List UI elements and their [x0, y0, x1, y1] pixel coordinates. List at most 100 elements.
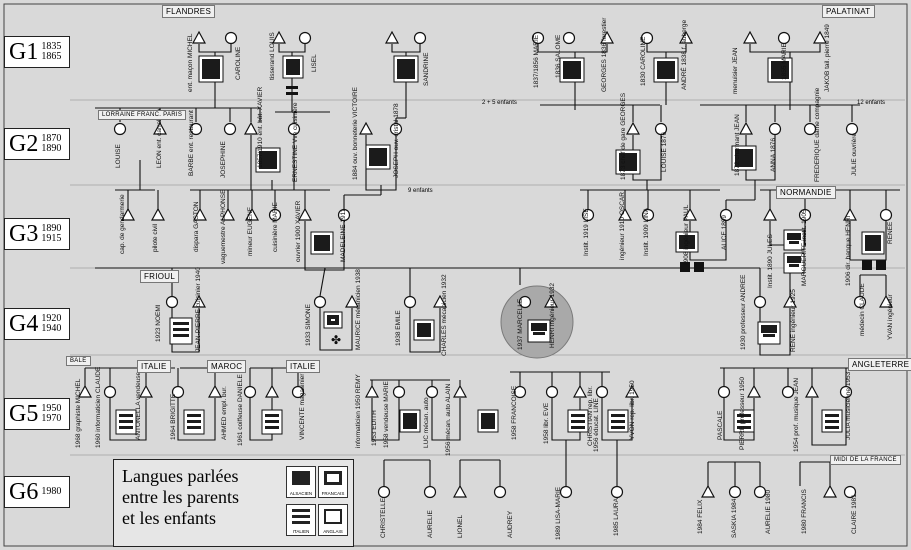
kinship-line — [811, 398, 847, 446]
male-symbol — [599, 30, 615, 44]
region-flag-midi: MIDI DE LA FRANCE — [830, 455, 901, 465]
person-label: pilote civil — [152, 223, 159, 252]
female-symbol — [403, 295, 417, 309]
male-symbol — [192, 207, 208, 221]
person-label: 1837/1856 MARIE — [533, 34, 540, 88]
language-box-alsacien — [653, 57, 679, 83]
region-flag-flandres: FLANDRES — [162, 5, 216, 18]
region-flag-italie-2: ITALIE — [286, 360, 320, 373]
female-symbol — [717, 385, 731, 399]
male-symbol — [738, 121, 754, 135]
person-label: 1873 chef de gare GEORGES — [620, 92, 627, 180]
male-symbol — [842, 207, 858, 221]
female-symbol — [753, 295, 767, 309]
person-label: 1906 dir. banque HENRI — [845, 215, 852, 286]
person-label: GEORGES 1836 forestier — [601, 17, 608, 92]
female-symbol — [610, 485, 624, 499]
region-flag-palatinat: PALATINAT — [822, 5, 875, 18]
person-label: 1968 graphiste MICHEL — [75, 378, 82, 448]
language-box-francais — [323, 311, 343, 329]
language-box-alsacien — [413, 319, 435, 341]
person-label: JOSEPHINE — [220, 140, 227, 178]
person-label: cuisinière MARIE — [272, 201, 279, 252]
language-box-italien — [733, 409, 755, 433]
language-box-italien — [821, 409, 843, 433]
person-label: médecin CLAUDE — [859, 283, 866, 336]
person-label: 1884 ouv. bonneterie VICTOIRE — [352, 86, 359, 180]
kinship-line — [537, 44, 608, 53]
region-flag-maroc: MAROC — [207, 360, 247, 373]
person-label: AURELIE — [427, 510, 434, 538]
person-label: RENE ingénieur 1925 — [790, 289, 797, 352]
person-label: MARGUERITE instit. 1905 — [801, 209, 808, 286]
male-symbol — [364, 384, 380, 398]
female-symbol — [287, 122, 301, 136]
female-symbol — [777, 31, 791, 45]
person-label: 1908 ingénieur PAUL — [683, 204, 690, 266]
person-label: 1958 vendeuse MARIE — [383, 380, 390, 448]
person-label: LOUISE — [115, 143, 122, 168]
language-box-alsacien — [675, 231, 699, 253]
kinship-line — [431, 398, 461, 441]
language-box-italien — [183, 409, 205, 435]
male-symbol — [384, 30, 400, 44]
kinship-line — [371, 398, 400, 441]
person-label: 1855 MARIE — [781, 42, 788, 80]
female-symbol — [531, 31, 545, 45]
legend-swatch-italien: ITALIEN — [286, 504, 316, 536]
male-symbol — [878, 294, 894, 308]
person-label: CLAIRE 1981 — [851, 494, 858, 534]
female-symbol — [545, 385, 559, 399]
female-symbol — [223, 122, 237, 136]
person-label: JULIA musicienne 1953 — [845, 371, 852, 440]
person-label: JAKOB tail. pierre 1849 — [824, 24, 831, 92]
male-symbol — [682, 207, 698, 221]
female-symbol — [268, 208, 282, 222]
language-box-alsacien — [198, 55, 224, 83]
person-label: PIERRE professeur 1950 — [739, 377, 746, 450]
language-box-split — [757, 321, 781, 345]
person-label: Instit. 1890 JULES — [767, 234, 774, 288]
person-label: ANNA 1876 — [770, 138, 777, 172]
male-symbol — [812, 30, 828, 44]
female-symbol — [113, 122, 127, 136]
person-label: mineur EUGENE — [247, 206, 254, 256]
female-symbol — [493, 485, 507, 499]
person-label: SASKIA 1984 — [731, 498, 738, 538]
person-label: LIONEL — [457, 514, 464, 538]
male-symbol — [742, 30, 758, 44]
female-symbol — [654, 122, 668, 136]
female-symbol — [768, 122, 782, 136]
kinship-line — [409, 308, 441, 353]
person-label: VINCENTE magasinier — [299, 373, 306, 440]
female-symbol — [641, 208, 655, 222]
language-box-split — [783, 252, 805, 274]
region-flag-lorraine: LORRAINE FRANC. PARIS — [98, 110, 187, 120]
person-label: 1938 EMILE — [395, 310, 402, 346]
person-label: 1961 coiffeuse DANIELE — [237, 374, 244, 446]
male-symbol — [804, 384, 820, 398]
language-box-alsacien — [310, 231, 334, 255]
female-symbol — [171, 385, 185, 399]
male-symbol — [77, 384, 93, 398]
person-label: 1954 prof. musique JEAN — [793, 378, 800, 452]
person-label: 1958 FRANCOISE — [511, 385, 518, 440]
female-symbol — [843, 485, 857, 499]
generation-label-g6: G6 1980 — [4, 476, 70, 508]
person-label: LISEL — [311, 54, 318, 72]
person-label: tisserand LOUIS — [269, 32, 276, 80]
language-box-alsacien — [861, 231, 885, 255]
language-box-alsacien — [559, 57, 585, 83]
language-box-italien — [115, 409, 137, 435]
female-symbol — [803, 122, 817, 136]
female-symbol — [413, 31, 427, 45]
person-label: ALICE 1899 — [721, 215, 728, 250]
female-symbol — [389, 122, 403, 136]
person-label: 1836 SALOME — [555, 34, 562, 78]
person-label: 1956 mécan. auto ALAIN — [445, 383, 452, 456]
person-label: 1956 éducat. LINE — [593, 397, 600, 452]
person-label: CAROLINE — [235, 46, 242, 80]
